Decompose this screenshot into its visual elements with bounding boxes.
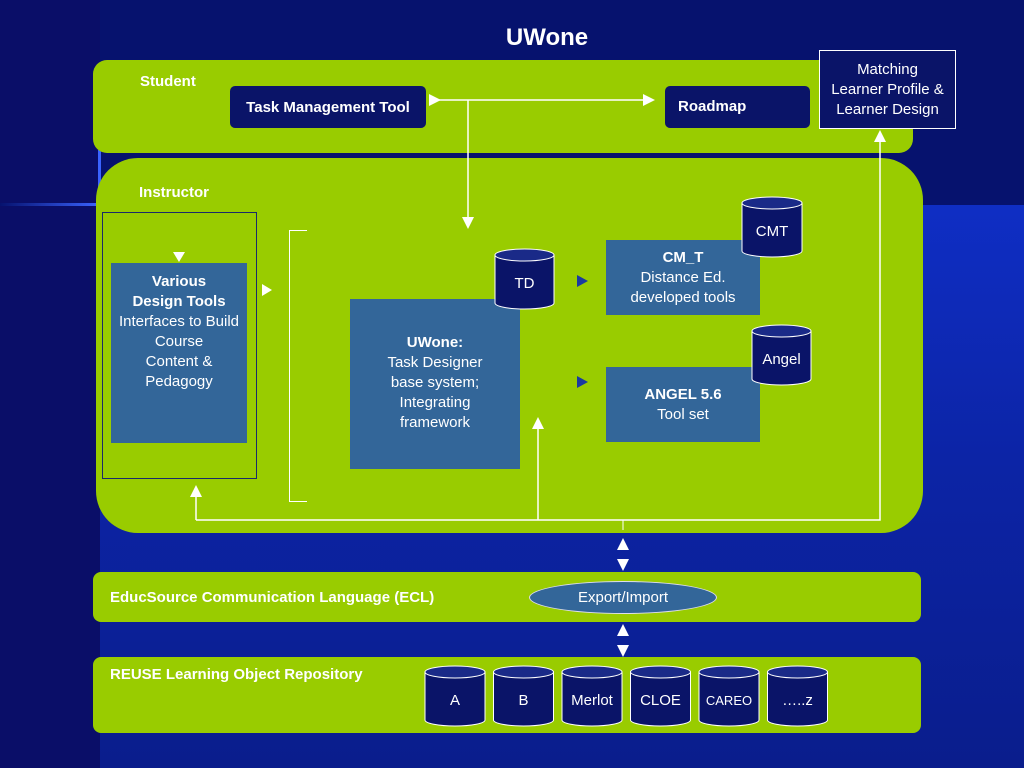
td-cylinder-body [494,254,555,310]
uwone-body-4: framework [399,414,470,431]
export-import-ellipse[interactable]: Export/Import [529,581,717,614]
uwone-body-1: Task Designer [387,354,483,371]
cmt-body-2: developed tools [630,289,736,306]
repository-4-body [630,671,691,727]
repository-3-label: Merlot [571,692,614,709]
uwone-task-designer-box: UWone: Task Designer base system; Integr… [350,299,520,469]
td-database-icon: TD [494,248,555,310]
loop-to-matching-arrow [196,130,886,521]
repository-3-body [561,671,623,727]
instructor-label: Instructor [139,184,210,201]
repository-5-label: CAREO [706,693,752,708]
repository-5-top [698,665,760,679]
cmt-box-title: CM_T [662,249,704,266]
tools-body-3: Content & [145,353,213,370]
design-tools-frame [102,212,257,479]
angel-cylinder-top [751,324,812,338]
td-cylinder: TD [494,248,555,310]
repository-2-label: B [518,692,528,709]
matching-line-1: Matching [857,61,918,78]
repository-4: CLOE [630,665,691,727]
cmt-cylinder-top [741,196,803,210]
cmt-database-icon: CMT [741,196,803,258]
slide-title: UWone [505,24,589,51]
ecl-panel [93,572,921,622]
angel-cylinder-body [751,330,812,386]
tools-down-triangle [173,252,185,262]
repository-5-body [698,671,760,727]
background-accent-line [0,203,100,206]
tools-body-4: Pedagogy [145,373,213,390]
repository-1-body [424,671,486,727]
angel-body-1: Tool set [657,406,709,423]
angel-database-icon: Angel [751,324,812,386]
framework-bracket [289,230,307,502]
angel-cylinder: Angel [751,324,812,386]
cmt-right-triangle [577,275,588,287]
tools-body-2: Course [154,333,204,350]
matching-line-2: Learner Profile & [831,81,944,98]
up-triangle-2 [617,624,629,636]
down-triangle-1 [617,559,629,571]
cm-t-box: CM_T Distance Ed. developed tools [606,240,760,315]
angel-tool-set-box: ANGEL 5.6 Tool set [606,367,760,442]
tools-right-triangle [262,284,272,296]
down-triangle-2 [617,645,629,657]
repository-2-body [493,671,554,727]
repository-2-top [493,665,554,679]
ecl-label: EducSource Communication Language (ECL) [110,589,435,606]
uwone-body-3: Integrating [399,394,471,411]
task-management-tool-box[interactable]: Task Management Tool [230,86,426,128]
repository-4-label: CLOE [640,692,681,709]
repository-3-top [561,665,623,679]
reuse-label: REUSE Learning Object Repository [110,666,363,683]
repository-6-body [767,671,828,727]
uwone-body-2: base system; [390,374,480,391]
repository-cylinders: A B Merlot CLOE CAREO …..z [424,665,828,727]
repository-6: …..z [767,665,828,727]
uwone-box-title: UWone: [406,334,464,351]
repository-1-label: A [450,692,460,709]
tools-body-1: Interfaces to Build [118,313,240,330]
roadmap-box[interactable]: Roadmap [665,86,810,128]
student-label: Student [140,73,196,90]
repository-2: B [493,665,554,727]
cmt-body-1: Distance Ed. [640,269,726,286]
background-accent-vertical [98,150,101,210]
cmt-cylinder-label: CMT [756,223,789,240]
repository-1: A [424,665,486,727]
repository-5: CAREO [698,665,760,727]
td-cylinder-top [494,248,555,262]
cmt-cylinder: CMT [741,196,803,258]
tools-title-2: Design Tools [132,293,226,310]
repository-6-label: …..z [782,692,813,709]
various-design-tools-box: Various Design Tools Interfaces to Build… [111,263,247,443]
repository-4-top [630,665,691,679]
matching-learner-profile-box: Matching Learner Profile & Learner Desig… [819,50,956,129]
tools-title-1: Various [151,273,207,290]
cmt-cylinder-body [741,202,803,258]
td-cylinder-label: TD [515,275,535,292]
up-triangle-1 [617,538,629,550]
repository-6-top [767,665,828,679]
repository-1-top [424,665,486,679]
repository-3: Merlot [561,665,623,727]
angel-box-title: ANGEL 5.6 [644,386,722,403]
angel-right-triangle [577,376,588,388]
angel-cylinder-label: Angel [762,351,800,368]
matching-line-3: Learner Design [836,101,939,118]
background-left [0,0,100,768]
